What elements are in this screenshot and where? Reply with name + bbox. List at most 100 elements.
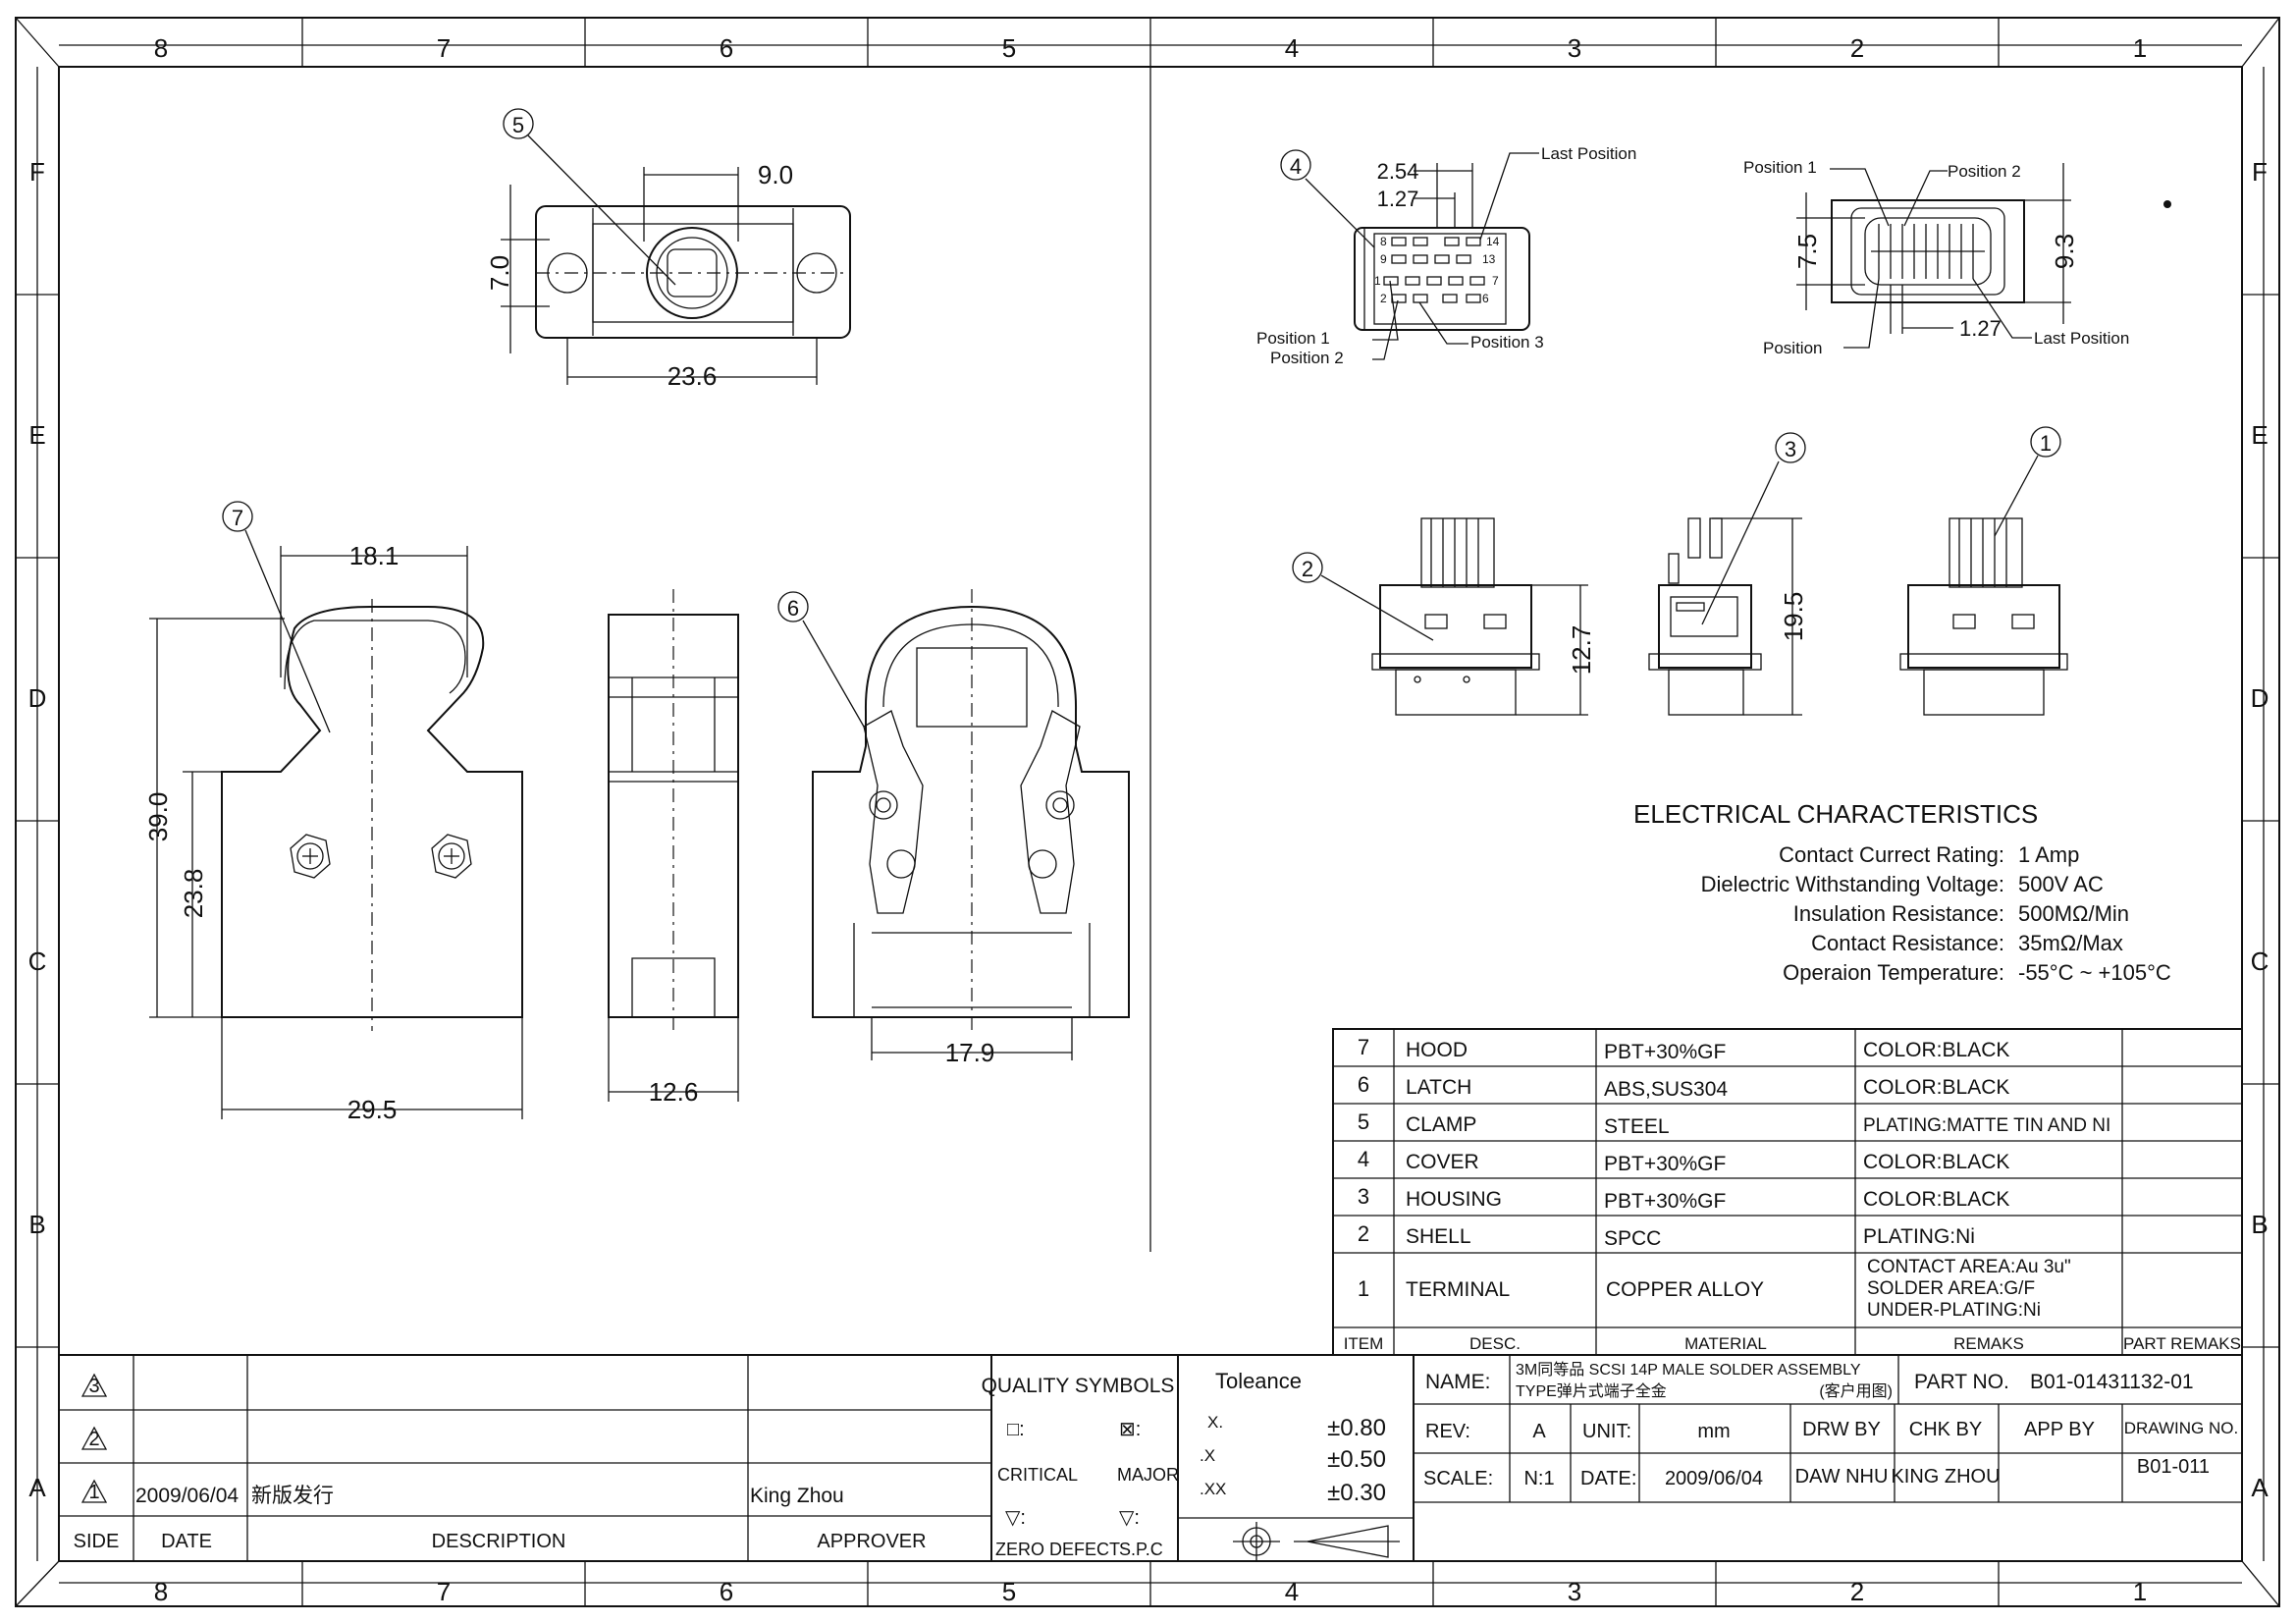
label-last-position-left: Last Position bbox=[1541, 144, 1636, 163]
electrical-label: Contact Currect Rating: bbox=[1779, 842, 2004, 867]
quality-major: MAJOR bbox=[1117, 1465, 1179, 1485]
dim-male-outer: 9.3 bbox=[2050, 234, 2079, 269]
col-label-top: 7 bbox=[437, 33, 451, 63]
dim-male-pitch: 1.27 bbox=[1959, 316, 2002, 341]
title-date-label: DATE: bbox=[1580, 1468, 1636, 1489]
title-chk-label: CHK BY bbox=[1909, 1419, 1982, 1440]
male-face-view: 7.5 9.3 1.27 Position 1 Position 2 Posit… bbox=[1743, 158, 2171, 357]
bom-desc: HOUSING bbox=[1406, 1188, 1502, 1211]
col-label-bottom: 3 bbox=[1568, 1577, 1581, 1606]
title-drw-by: DAW NHU bbox=[1795, 1466, 1889, 1488]
revision-approver: King Zhou bbox=[750, 1485, 844, 1507]
bom-remarks: COLOR:BLACK bbox=[1863, 1039, 2009, 1061]
label-position-2-left: Position 2 bbox=[1270, 349, 1344, 367]
row-label-left: E bbox=[28, 420, 45, 450]
hood-front-view: 18.1 39.0 23.8 29.5 7 bbox=[143, 501, 523, 1124]
title-drawing-no: B01-011 bbox=[2137, 1456, 2210, 1478]
label-position-2-right: Position 2 bbox=[1948, 162, 2021, 181]
label-last-position-right: Last Position bbox=[2034, 329, 2129, 348]
bom-item: 7 bbox=[1358, 1035, 1369, 1059]
tolerance-value: ±0.80 bbox=[1327, 1415, 1386, 1441]
hood-side-view: 12.6 bbox=[608, 589, 739, 1107]
row-label-left: F bbox=[29, 157, 45, 187]
electrical-value: 35mΩ/Max bbox=[2018, 931, 2123, 955]
title-rev: A bbox=[1532, 1421, 1546, 1442]
title-unit-label: UNIT: bbox=[1582, 1421, 1631, 1442]
bom-remarks: COLOR:BLACK bbox=[1863, 1188, 2009, 1211]
bom-material: SPCC bbox=[1604, 1227, 1661, 1250]
tolerance-block: Toleance X. .X .XX ±0.80 ±0.50 ±0.30 bbox=[1177, 1354, 1415, 1562]
electrical-label: Insulation Resistance: bbox=[1793, 901, 2004, 926]
title-unit: mm bbox=[1697, 1421, 1730, 1442]
pin-label-7: 7 bbox=[1492, 274, 1499, 288]
col-label-top: 5 bbox=[1002, 33, 1016, 63]
pin-label-8: 8 bbox=[1380, 235, 1387, 248]
bom-desc: HOOD bbox=[1406, 1039, 1468, 1061]
projection-symbol bbox=[1233, 1522, 1400, 1561]
bom-remarks: COLOR:BLACK bbox=[1863, 1076, 2009, 1099]
quality-sym-zero: ▽: bbox=[1005, 1507, 1026, 1529]
row-label-right: B bbox=[2251, 1210, 2268, 1239]
col-label-top: 8 bbox=[154, 33, 168, 63]
label-position-right: Position bbox=[1763, 339, 1822, 357]
quality-sym-critical: □: bbox=[1007, 1419, 1025, 1440]
dim-latch-width: 17.9 bbox=[945, 1038, 995, 1067]
bom-desc: LATCH bbox=[1406, 1076, 1471, 1099]
label-position-1-right: Position 1 bbox=[1743, 158, 1817, 177]
bom-material: COPPER ALLOY bbox=[1606, 1278, 1764, 1301]
pin-label-1: 1 bbox=[1374, 274, 1381, 288]
title-chk-by: KING ZHOU bbox=[1891, 1466, 2000, 1488]
bom-remarks: PLATING:Ni bbox=[1863, 1225, 1975, 1248]
bom-header-material: MATERIAL bbox=[1684, 1334, 1767, 1353]
bom-item: 3 bbox=[1358, 1184, 1369, 1209]
revision-header-description: DESCRIPTION bbox=[432, 1531, 566, 1552]
dim-top-width: 9.0 bbox=[758, 160, 793, 189]
title-part-no: B01-01431132-01 bbox=[2030, 1371, 2194, 1393]
revision-side-triangle: 2 bbox=[88, 1429, 99, 1450]
revision-header-side: SIDE bbox=[74, 1531, 120, 1552]
col-label-bottom: 5 bbox=[1002, 1577, 1016, 1606]
title-app-label: APP BY bbox=[2024, 1419, 2095, 1440]
row-label-right: F bbox=[2252, 157, 2268, 187]
title-name-line1: 3M同等品 SCSI 14P MALE SOLDER ASSEMBLY bbox=[1516, 1361, 1861, 1379]
bom-desc: SHELL bbox=[1406, 1225, 1471, 1248]
bom-material: PBT+30%GF bbox=[1604, 1041, 1726, 1063]
dim-body-height: 23.8 bbox=[179, 869, 208, 919]
bom-item: 4 bbox=[1358, 1147, 1369, 1171]
electrical-value: 500V AC bbox=[2018, 872, 2104, 896]
tolerance-label: .X bbox=[1200, 1446, 1215, 1465]
row-label-right: C bbox=[2251, 947, 2269, 976]
dim-hood-top: 18.1 bbox=[349, 541, 400, 570]
title-scale-label: SCALE: bbox=[1423, 1468, 1493, 1489]
quality-spc: S.P.C bbox=[1119, 1540, 1163, 1559]
bom-desc: COVER bbox=[1406, 1151, 1479, 1173]
revision-side-triangle: 1 bbox=[88, 1482, 99, 1503]
electrical-value: 500MΩ/Min bbox=[2018, 901, 2129, 926]
dim-top-length: 23.6 bbox=[667, 361, 718, 391]
row-label-right: D bbox=[2251, 683, 2269, 713]
bom-remark-solder: SOLDER AREA:G/F bbox=[1867, 1278, 2035, 1299]
cover-face-view: 8 14 9 13 1 7 2 6 2.54 1.27 Last Positio… bbox=[1256, 144, 1636, 367]
title-name-note: (客户用图) bbox=[1819, 1382, 1893, 1400]
col-label-bottom: 6 bbox=[720, 1577, 733, 1606]
bom-remark-underplating: UNDER-PLATING:Ni bbox=[1867, 1300, 2041, 1321]
col-label-top: 2 bbox=[1850, 33, 1864, 63]
row-label-left: B bbox=[28, 1210, 45, 1239]
row-label-left: C bbox=[28, 947, 47, 976]
col-label-top: 1 bbox=[2133, 33, 2147, 63]
electrical-characteristics: ELECTRICAL CHARACTERISTICS Contact Curre… bbox=[1633, 799, 2171, 985]
dim-side-width: 12.6 bbox=[649, 1077, 699, 1107]
bom-material: ABS,SUS304 bbox=[1604, 1078, 1728, 1101]
dim-top-height: 7.0 bbox=[485, 255, 514, 291]
tolerance-label: .XX bbox=[1200, 1480, 1226, 1498]
bom-remark-contact: CONTACT AREA:Au 3u" bbox=[1867, 1257, 2071, 1277]
col-label-top: 3 bbox=[1568, 33, 1581, 63]
label-position-3-left: Position 3 bbox=[1470, 333, 1544, 352]
quality-symbols: QUALITY SYMBOLS □: ⊠: CRITICAL MAJOR ▽: … bbox=[982, 1354, 1179, 1562]
connector-view-2: 12.7 2 bbox=[1292, 517, 1596, 716]
revision-side-triangle: 3 bbox=[88, 1376, 99, 1397]
bom-header-remarks: REMAKS bbox=[1953, 1334, 2024, 1353]
quality-title: QUALITY SYMBOLS bbox=[982, 1375, 1175, 1397]
bom-header-desc: DESC. bbox=[1469, 1334, 1521, 1353]
